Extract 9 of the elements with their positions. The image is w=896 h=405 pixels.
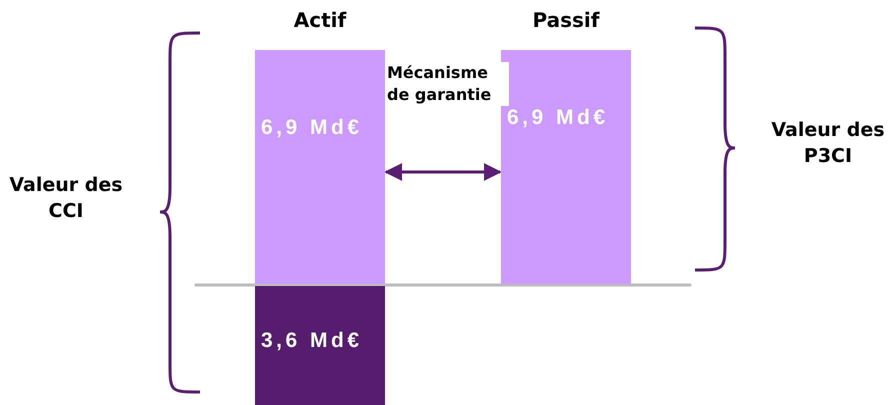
column-heading: Passif — [532, 8, 601, 32]
amount-text: 6,9 Md€ — [507, 106, 609, 130]
amount-text: 3,6 Md€ — [261, 329, 363, 353]
edge-label: Mécanisme de garantie — [387, 62, 509, 106]
amount-text: 6,9 Md€ — [261, 116, 363, 140]
column-heading: Actif — [292, 8, 348, 32]
brace-label: Valeur des CCI — [8, 173, 124, 224]
brace-label: Valeur des P3CI — [770, 118, 886, 169]
double-arrow — [384, 163, 502, 181]
